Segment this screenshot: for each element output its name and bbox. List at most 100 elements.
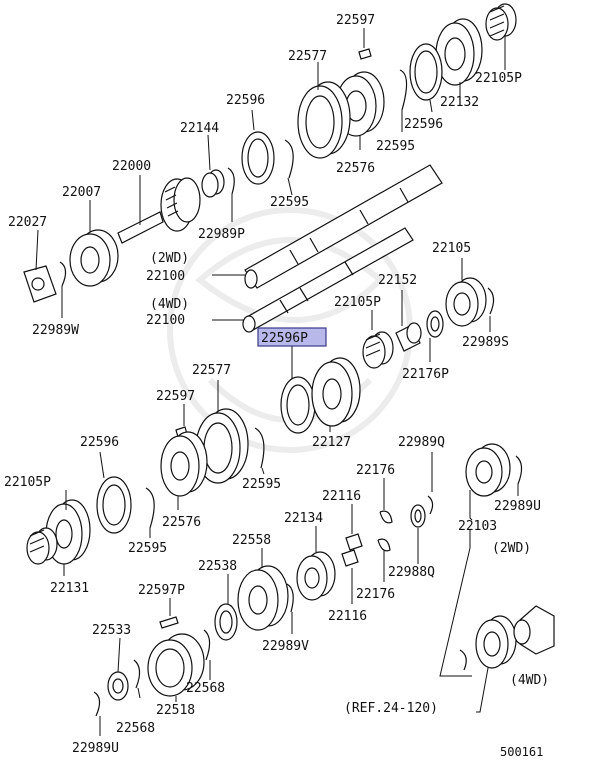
part-22989S-snap-ring[interactable] xyxy=(487,287,495,315)
label-4wd-tag: (4WD) xyxy=(150,297,189,312)
part-22595-spring-tr[interactable] xyxy=(399,69,408,111)
label-22176-a: 22176 xyxy=(356,463,395,478)
part-22597-key-top[interactable] xyxy=(358,48,372,60)
label-22131: 22131 xyxy=(50,581,89,596)
part-22538-ring[interactable] xyxy=(214,603,238,641)
label-22988Q: 22988Q xyxy=(388,565,435,580)
part-22134-gear[interactable] xyxy=(296,551,336,601)
part-22568-spring-a[interactable] xyxy=(203,629,211,661)
part-4wd-snap-ring[interactable] xyxy=(459,649,467,671)
highlighted-part-22596P-ring[interactable] xyxy=(280,376,316,434)
label-22105P-tr: 22105P xyxy=(475,71,522,86)
part-22176-washer-b[interactable] xyxy=(377,538,391,552)
part-22988Q-washer[interactable] xyxy=(410,504,426,528)
part-22989W-snap-ring[interactable] xyxy=(59,261,67,287)
label-22144: 22144 xyxy=(180,121,219,136)
highlight-box-22596P xyxy=(257,327,327,347)
part-22518-sleeve[interactable] xyxy=(147,633,205,697)
label-22568-a: 22568 xyxy=(186,681,225,696)
label-22103: 22103 xyxy=(458,519,497,534)
label-22134: 22134 xyxy=(284,511,323,526)
diagram-code: 500161 xyxy=(500,745,543,759)
label-22105P-left: 22105P xyxy=(4,475,51,490)
label-22000: 22000 xyxy=(112,159,151,174)
part-22597P-key[interactable] xyxy=(159,616,179,629)
part-22000-input-shaft[interactable] xyxy=(117,177,201,244)
label-22558: 22558 xyxy=(232,533,271,548)
part-22176P-washer[interactable] xyxy=(426,310,444,338)
part-22176-washer-a[interactable] xyxy=(379,510,393,524)
label-22533: 22533 xyxy=(92,623,131,638)
label-22568-b: 22568 xyxy=(116,721,155,736)
part-22596-synchro-ring-left[interactable] xyxy=(96,476,132,534)
part-22533-washer[interactable] xyxy=(107,671,129,701)
part-22027-retainer-plate[interactable] xyxy=(23,265,57,303)
label-2wd-right: (2WD) xyxy=(492,541,531,556)
part-4wd-transfer-gear[interactable] xyxy=(513,605,555,655)
label-22989U-right: 22989U xyxy=(494,499,541,514)
label-22595-left: 22595 xyxy=(128,541,167,556)
label-22596-tr: 22596 xyxy=(404,117,443,132)
part-22105P-needle-bearing-mid[interactable] xyxy=(362,331,394,369)
part-22105P-needle-bearing-left[interactable] xyxy=(26,527,58,565)
label-22596-left: 22596 xyxy=(80,435,119,450)
part-22144-bearing[interactable] xyxy=(201,169,225,198)
part-22989U-snap-ring-right[interactable] xyxy=(515,455,523,485)
label-22127: 22127 xyxy=(312,435,351,450)
part-22576-hub-low[interactable] xyxy=(160,431,208,497)
part-22103-bearing[interactable] xyxy=(465,443,511,497)
label-22596P-highlighted: 22596P xyxy=(261,331,308,346)
part-22596-synchro-ring-tr[interactable] xyxy=(409,43,443,101)
label-22027: 22027 xyxy=(8,215,47,230)
label-22576-top: 22576 xyxy=(336,161,375,176)
part-22558-gear[interactable] xyxy=(237,565,289,631)
label-22176P: 22176P xyxy=(402,367,449,382)
label-22176-b: 22176 xyxy=(356,587,395,602)
part-22568-spring-b[interactable] xyxy=(133,659,141,689)
label-22989Q: 22989Q xyxy=(398,435,445,450)
label-22152: 22152 xyxy=(378,273,417,288)
part-22595-spring-low[interactable] xyxy=(254,427,265,469)
label-22597P: 22597P xyxy=(138,583,185,598)
part-22116-spacer-a[interactable] xyxy=(345,533,363,551)
label-22132: 22132 xyxy=(440,95,479,110)
label-ref-24-120: (REF.24-120) xyxy=(344,701,438,716)
part-22989V-snap-ring[interactable] xyxy=(286,583,294,613)
part-22989Q-snap-ring[interactable] xyxy=(427,495,434,515)
label-22597-mid: 22597 xyxy=(156,389,195,404)
label-22007: 22007 xyxy=(62,185,101,200)
part-22127-gear[interactable] xyxy=(311,357,361,427)
label-22538: 22538 xyxy=(198,559,237,574)
label-22105P-mid: 22105P xyxy=(334,295,381,310)
label-22595-low: 22595 xyxy=(242,477,281,492)
label-22577-top: 22577 xyxy=(288,49,327,64)
leader-lines xyxy=(35,28,519,736)
part-22007-ball-bearing[interactable] xyxy=(69,229,119,287)
label-22116-a: 22116 xyxy=(322,489,361,504)
part-22105P-bearing-top[interactable] xyxy=(485,3,517,41)
label-4wd-right: (4WD) xyxy=(510,673,549,688)
part-22100-mainshaft-4wd[interactable] xyxy=(242,227,414,333)
part-22595-spring-mid[interactable] xyxy=(284,139,294,179)
part-22595-spring-left[interactable] xyxy=(145,487,155,529)
part-4wd-bearing[interactable] xyxy=(475,615,517,669)
part-22116-spacer-b[interactable] xyxy=(341,549,359,567)
part-22577-sleeve-top[interactable] xyxy=(297,81,351,159)
label-22576-low: 22576 xyxy=(162,515,201,530)
part-22596-synchro-ring-mid[interactable] xyxy=(241,131,275,185)
part-22152-collar[interactable] xyxy=(395,322,422,352)
label-22100-2wd: 22100 xyxy=(146,269,185,284)
label-22989P: 22989P xyxy=(198,227,245,242)
label-22595-tr: 22595 xyxy=(376,139,415,154)
label-22100-4wd: 22100 xyxy=(146,313,185,328)
part-22100-mainshaft-2wd[interactable] xyxy=(244,164,443,289)
part-22989P-snap-ring[interactable] xyxy=(227,167,235,195)
part-22989U-snap-ring-bottom[interactable] xyxy=(93,691,101,717)
part-22105-bearing-right[interactable] xyxy=(445,277,487,327)
label-22597-top: 22597 xyxy=(336,13,375,28)
label-22595-mid: 22595 xyxy=(270,195,309,210)
label-22989V: 22989V xyxy=(262,639,309,654)
callout-labels: 22597 22577 22105P 22132 22596 22595 225… xyxy=(4,13,549,759)
